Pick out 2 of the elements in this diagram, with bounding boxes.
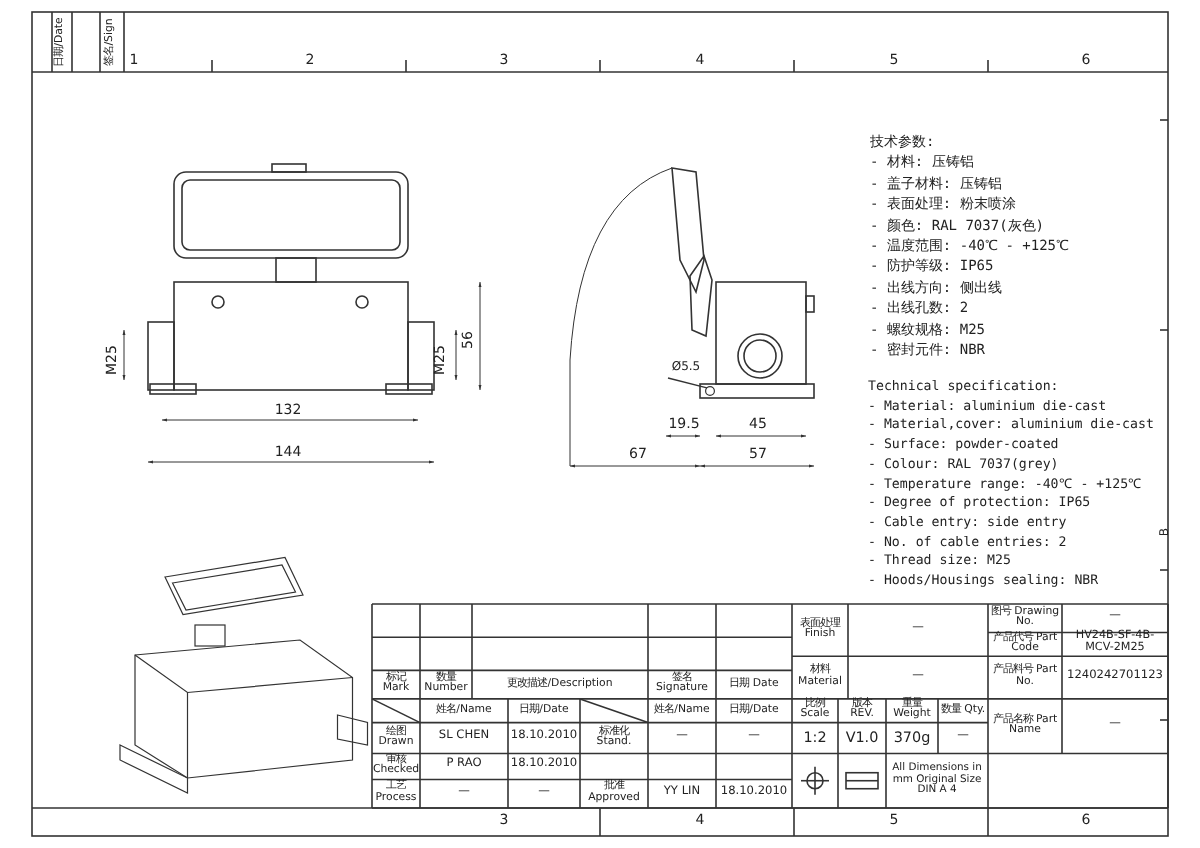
mounting-hole [705, 386, 715, 396]
leader-line [667, 377, 708, 389]
